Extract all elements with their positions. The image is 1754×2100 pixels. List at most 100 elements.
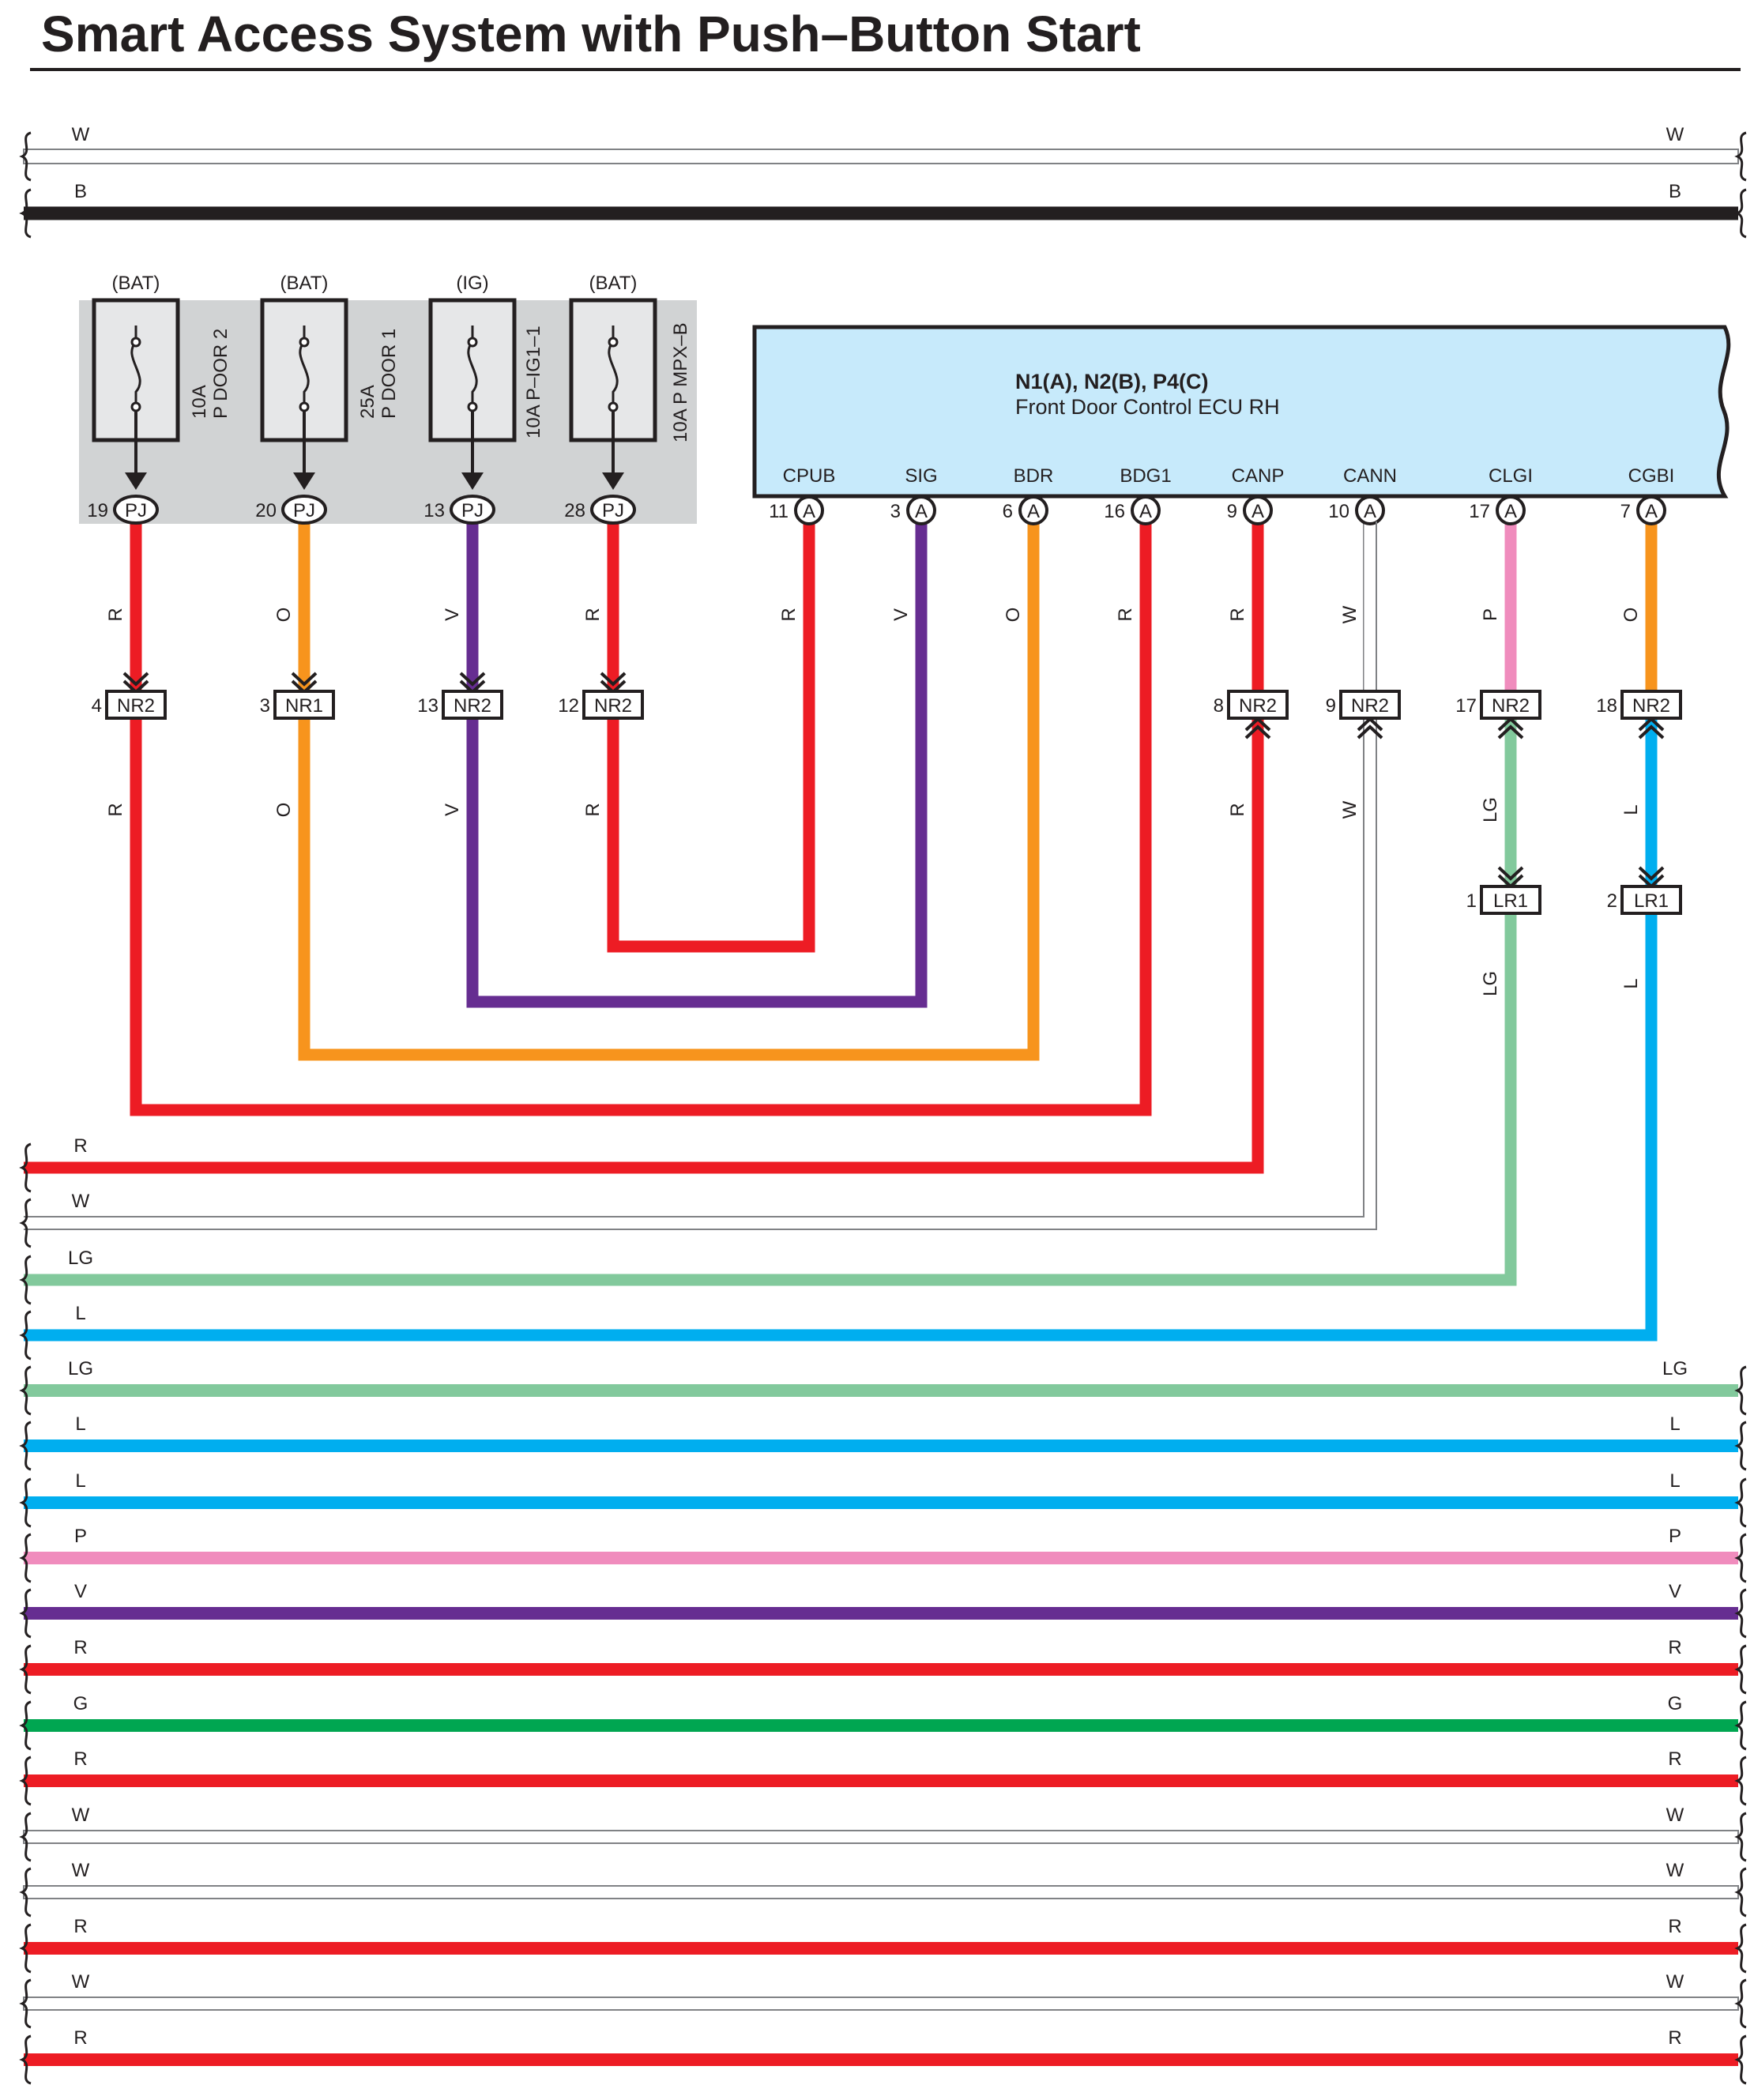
bus-wire-4-break-left xyxy=(19,1365,32,1416)
ecu-terminal-7-nr-connector-box xyxy=(1620,690,1682,720)
fuse-2-nr-connector-box xyxy=(442,690,503,720)
fuse-1-nr-connector-box xyxy=(273,690,335,720)
bus-wire-9-break-left xyxy=(19,1644,32,1695)
ecu-terminal-6-connector xyxy=(1496,495,1526,525)
fuse-1-nr-pin-number: 3 xyxy=(260,695,270,717)
fuse-1-terminal-bottom xyxy=(299,401,310,412)
ecu-terminal-2-connector-label: A xyxy=(1027,501,1040,522)
fuse-3-pj-label: PJ xyxy=(602,500,624,521)
bus-wire-15-label-left: W xyxy=(72,1971,90,1993)
top-wire-0-label-left: W xyxy=(72,124,90,145)
ecu-terminal-5-nr-connector-label: NR2 xyxy=(1351,695,1389,717)
ecu-terminal-5-connector xyxy=(1355,495,1385,525)
bus-wire-3-label-left: L xyxy=(75,1303,85,1324)
ecu-terminal-4-nr-connector-label: NR2 xyxy=(1239,695,1277,717)
bus-wire-5-break-left xyxy=(19,1421,32,1471)
bus-wire-7-break-right xyxy=(1734,1533,1747,1583)
ecu-terminal-7-lr-pin-number: 2 xyxy=(1607,890,1617,912)
bus-wire-16-break-left xyxy=(19,2034,32,2085)
bus-wire-7-label-right: P xyxy=(1669,1526,1681,1547)
fuse-1-pj-label: PJ xyxy=(293,500,315,521)
fuse-0-rating: 10A xyxy=(189,385,210,419)
bus-wire-13-break-left xyxy=(19,1867,32,1917)
fuse-3-wire-color-lower: R xyxy=(582,803,604,816)
fuse-0-name: P DOOR 2 xyxy=(210,329,231,419)
bus-wire-8-label-left: V xyxy=(74,1581,87,1602)
bus-wire-12-label-left: W xyxy=(72,1805,90,1826)
fuse-0-return-wire xyxy=(130,521,1152,1116)
bus-wire-12-label-right: W xyxy=(1666,1805,1684,1826)
bus-wire-1-break-left xyxy=(19,1198,32,1248)
bus-wire-8-break-left xyxy=(19,1588,32,1639)
ecu-terminal-6-lower-wire-color: LG xyxy=(1480,797,1501,822)
ecu-terminal-6-wire-color: P xyxy=(1480,608,1501,621)
bus-wire-7-label-left: P xyxy=(74,1526,87,1547)
fuse-2-rating-name: 10A P–IG1–1 xyxy=(523,326,544,438)
ecu-terminal-sig-label: SIG xyxy=(905,465,937,487)
ecu-terminal-5-nr-pin-number: 9 xyxy=(1326,695,1336,717)
bus-wire-15 xyxy=(23,1997,1739,2011)
ecu-terminal-4-bus-wire xyxy=(24,719,1264,1174)
ecu-terminal-7-wire-color: O xyxy=(1620,608,1642,623)
fuse-3-nr-connector-label: NR2 xyxy=(594,695,632,717)
ecu-block xyxy=(752,325,1731,499)
bus-wire-11-label-left: R xyxy=(73,1748,87,1770)
ecu-terminal-6-nr-connector-box xyxy=(1480,690,1541,720)
ecu-terminal-7-lr-connector-label: LR1 xyxy=(1634,890,1669,912)
bus-wire-11-break-right xyxy=(1734,1756,1747,1806)
top-wire-1-break-left xyxy=(19,188,32,239)
bus-wire-12-break-left xyxy=(19,1812,32,1862)
fuse-2-arrow-icon xyxy=(461,472,484,490)
fuse-0-nr-pin-number: 4 xyxy=(92,695,102,717)
bus-wire-0-label-left: R xyxy=(73,1135,87,1157)
bus-wire-12-break-right xyxy=(1734,1812,1747,1862)
bus-wire-11-break-left xyxy=(19,1756,32,1806)
top-wire-1-label-right: B xyxy=(1669,181,1681,202)
ecu-terminal-2-connector xyxy=(1018,495,1048,525)
fuse-2-terminal-bottom xyxy=(467,401,478,412)
top-wire-1-label-left: B xyxy=(74,181,87,202)
fuse-2-terminal-top xyxy=(467,337,478,348)
ecu-terminal-0-connector-label: A xyxy=(803,501,815,522)
fuse-1-wire-color-upper: O xyxy=(273,608,295,623)
ecu-terminal-5-connector-label: A xyxy=(1364,501,1376,522)
ecu-terminal-1-pin-number: 3 xyxy=(890,501,901,522)
fuse-3-arrow-icon xyxy=(602,472,624,490)
bus-wire-15-break-left xyxy=(19,1978,32,2029)
bus-wire-14-label-left: R xyxy=(73,1916,87,1937)
ecu-terminal-3-pin-number: 16 xyxy=(1104,501,1125,522)
fuse-3-supply-label: (BAT) xyxy=(589,273,638,294)
ecu-terminal-6-lr-pin-number: 1 xyxy=(1466,890,1477,912)
fuse-2-pj-label: PJ xyxy=(461,500,484,521)
fuse-1-terminal-top xyxy=(299,337,310,348)
ecu-terminal-canp-label: CANP xyxy=(1232,465,1285,487)
fuse-2-return-wire xyxy=(466,521,928,1008)
fuse-2-pin-number: 13 xyxy=(423,500,445,521)
fuse-1-name: P DOOR 1 xyxy=(378,329,400,419)
ecu-terminal-6-pin-number: 17 xyxy=(1469,501,1490,522)
bus-wire-2-break-left xyxy=(19,1255,32,1305)
ecu-terminal-7-lower-wire-color: L xyxy=(1620,804,1642,815)
ecu-terminal-7-pin-number: 7 xyxy=(1620,501,1631,522)
bus-wire-9-break-right xyxy=(1734,1644,1747,1695)
ecu-terminal-4-connector xyxy=(1243,495,1273,525)
ecu-terminal-6-lr-wire-color: LG xyxy=(1480,971,1501,996)
bus-wire-5-label-left: L xyxy=(75,1413,85,1435)
ecu-terminal-6-lr-connector-label: LR1 xyxy=(1493,890,1528,912)
fuse-3-terminal-top xyxy=(608,337,619,348)
fuse-0-wire-color-upper: R xyxy=(105,608,126,621)
fuse-1-return-wire xyxy=(298,521,1040,1061)
bus-wire-9-label-left: R xyxy=(73,1637,87,1658)
fuse-0-nr-connector-box xyxy=(105,690,167,720)
ecu-terminal-4-nr-pin-number: 8 xyxy=(1214,695,1224,717)
bus-wire-8-label-right: V xyxy=(1669,1581,1681,1602)
top-wire-0-label-right: W xyxy=(1666,124,1684,145)
bus-wire-2-label-left: LG xyxy=(68,1248,93,1269)
bus-wire-3-break-left xyxy=(19,1310,32,1360)
ecu-terminal-cgbi-label: CGBI xyxy=(1628,465,1675,487)
page-title: Smart Access System with Push–Button Sta… xyxy=(41,6,1141,62)
ecu-terminal-1-connector xyxy=(906,495,936,525)
ecu-terminal-4-wire-color: R xyxy=(1227,608,1248,621)
ecu-terminal-clgi-label: CLGI xyxy=(1489,465,1533,487)
